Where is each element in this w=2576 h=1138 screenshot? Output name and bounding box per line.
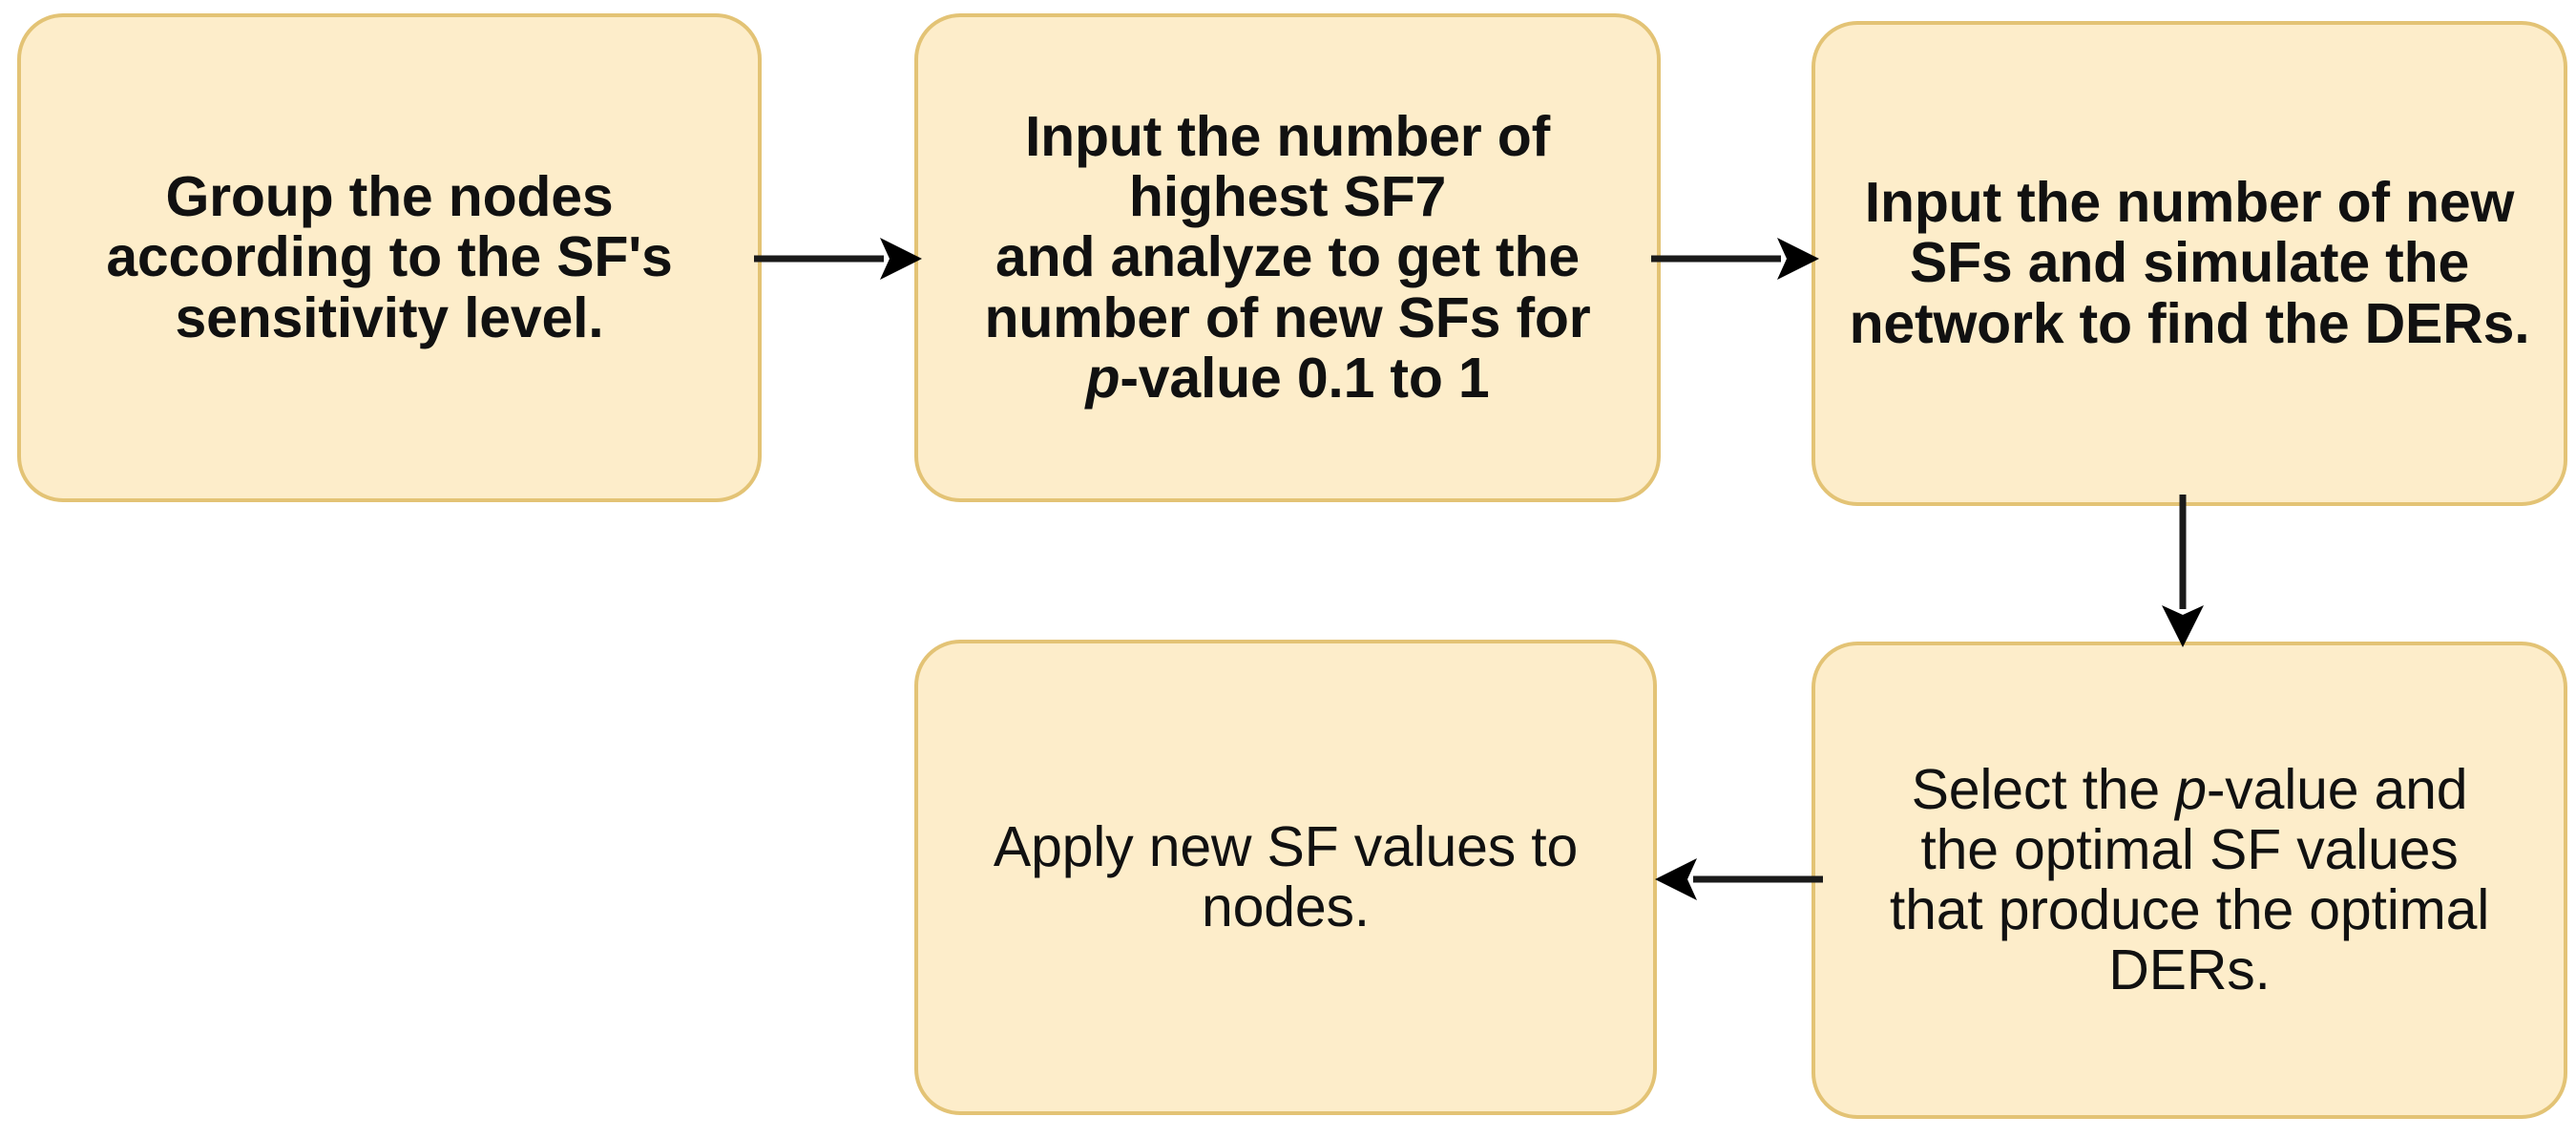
p-italic: p: [2175, 757, 2207, 821]
line-4: number of new SFs for: [984, 285, 1591, 349]
arrow-right-icon: [754, 238, 922, 280]
line-2: highest SF7: [1128, 165, 1447, 229]
arrow-right-icon: [1651, 238, 1819, 280]
line-1-rest: -value and: [2206, 757, 2468, 821]
line-2: the optimal SF values: [1920, 817, 2459, 881]
line-3: and analyze to get the: [995, 225, 1580, 289]
edge-node2-to-node3: [1651, 225, 1823, 292]
edge-node4-to-node5: [1649, 846, 1823, 913]
line-5: p-value 0.1 to 1: [1085, 347, 1489, 410]
flow-node-label: Apply new SF values to nodes.: [993, 814, 1579, 938]
flow-node-apply-sf-values-step[interactable]: Apply new SF values to nodes.: [914, 640, 1657, 1115]
line-3: that produce the optimal: [1889, 878, 2490, 941]
flow-node-label: Input the number of new SFs and simulate…: [1849, 171, 2530, 355]
line-1: Select the p-value and: [1912, 758, 2468, 821]
line-4: DERs.: [2108, 938, 2271, 1002]
line-5-rest: -value 0.1 to 1: [1120, 346, 1490, 410]
p-italic: p: [1085, 346, 1120, 410]
edge-node3-to-node4: [2149, 495, 2216, 651]
arrow-left-icon: [1655, 858, 1823, 900]
line-1-pre: Select the: [1911, 757, 2176, 821]
flow-node-label: Group the nodes according to the SF's se…: [106, 165, 673, 349]
flow-node-group-nodes-step[interactable]: Group the nodes according to the SF's se…: [17, 13, 762, 502]
edge-node1-to-node2: [754, 225, 926, 292]
flow-node-simulate-network-step[interactable]: Input the number of new SFs and simulate…: [1812, 21, 2567, 506]
arrow-down-icon: [2162, 495, 2204, 647]
line-1: Input the number of: [1024, 105, 1551, 169]
